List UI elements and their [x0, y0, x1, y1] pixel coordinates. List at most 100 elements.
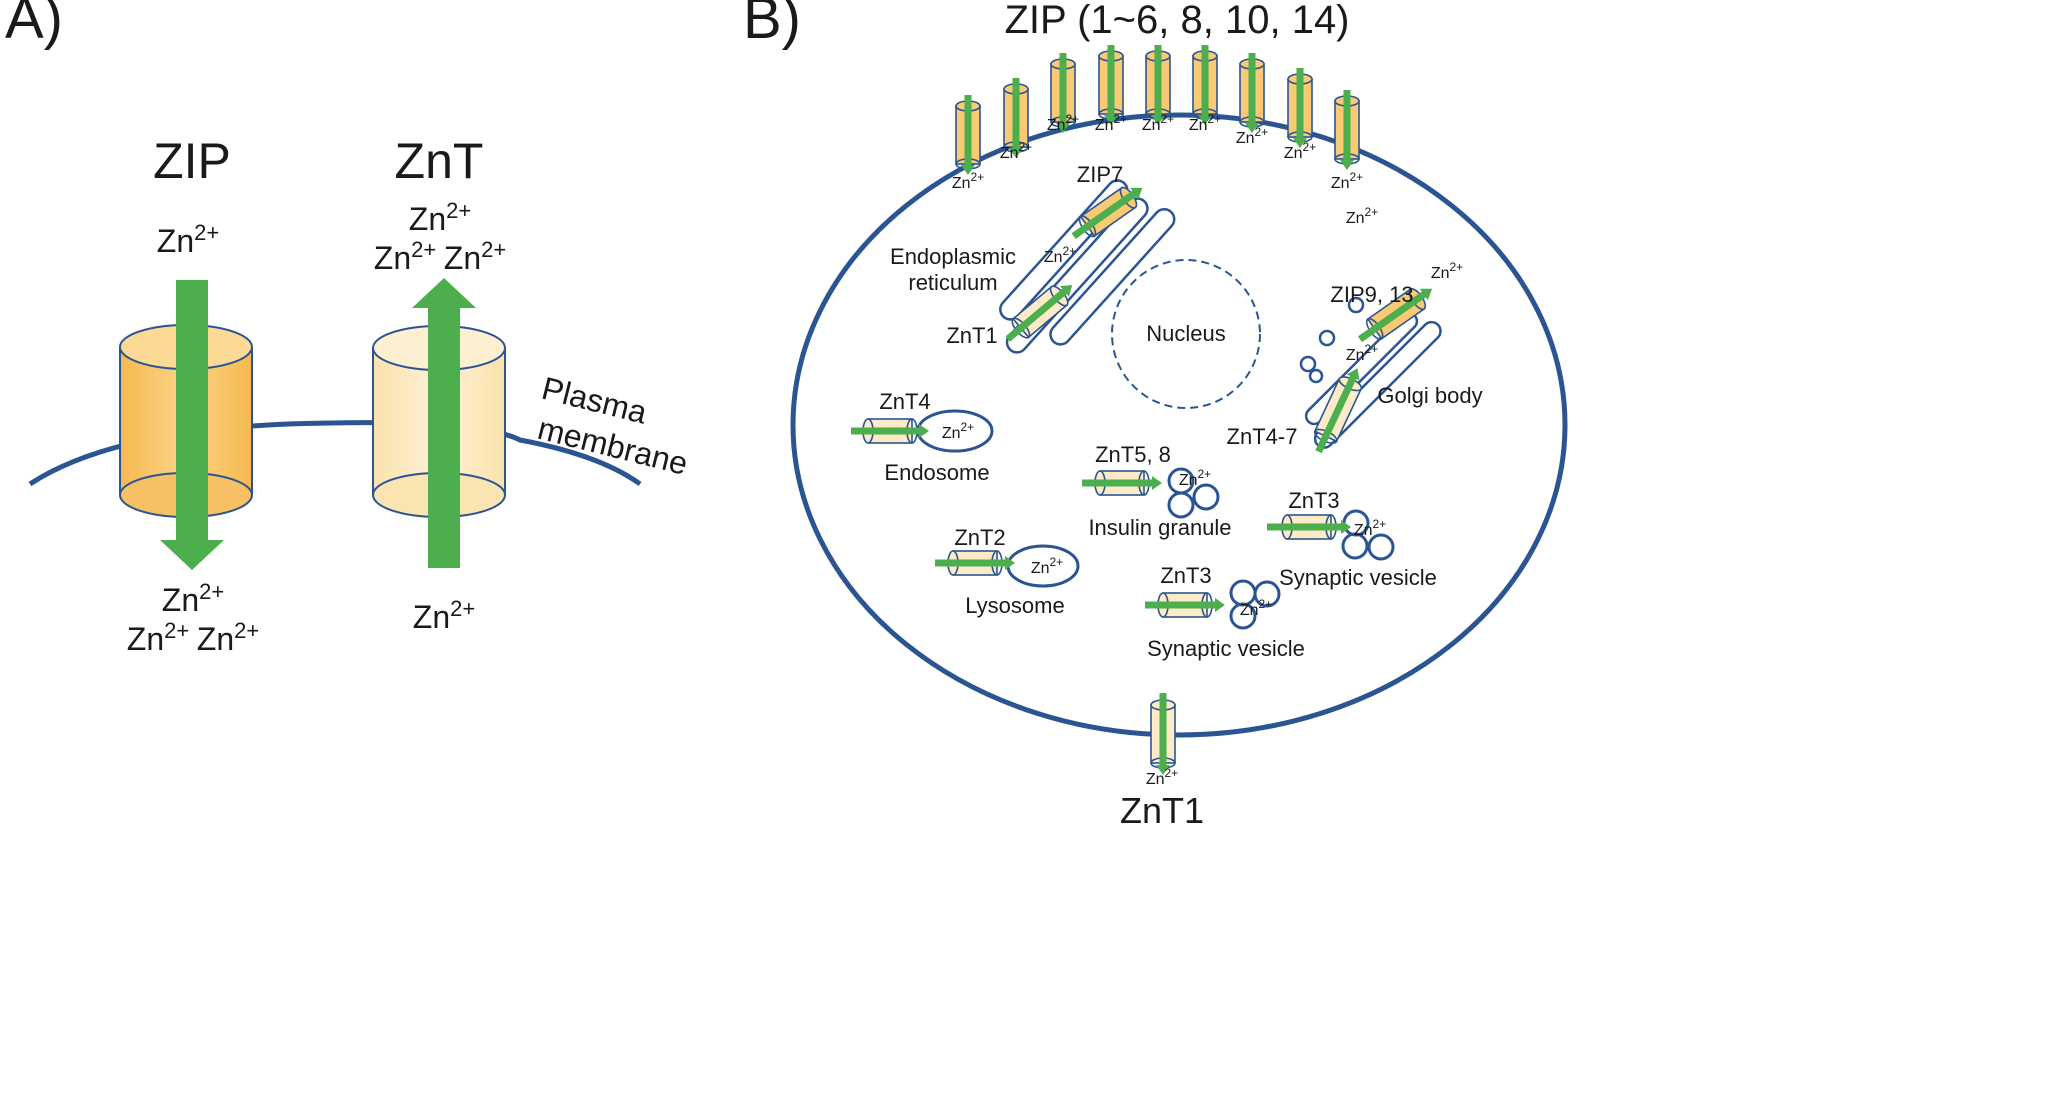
znt-cylinder [1145, 592, 1225, 618]
zip9-13-transporter [1357, 288, 1433, 343]
zip-cylinder [1334, 90, 1360, 170]
znt3-label-a: ZnT3 [1288, 488, 1339, 513]
znt3-transporter [1267, 514, 1351, 540]
znt1-pm-ion: Zn2+ [1146, 766, 1178, 788]
zip-bottom-ion-1: Zn2+ [162, 579, 224, 618]
endoplasmic-reticulum [999, 179, 1176, 354]
zip-bottom-ion-3: Zn2+ [197, 618, 259, 657]
zip-cylinder [955, 95, 981, 175]
zip-ion-label: Zn2+ [1095, 112, 1127, 134]
synaptic-ion-b: Zn2+ [1240, 597, 1272, 619]
synaptic-label-a: Synaptic vesicle [1279, 565, 1437, 590]
zip-ion-label: Zn2+ [1331, 170, 1363, 192]
znt1-plasma-label: ZnT1 [1120, 790, 1204, 831]
zinc-flow-arrow [1293, 68, 1307, 148]
znt-top-ion-1: Zn2+ [409, 198, 471, 237]
zinc-flow-arrow [1009, 78, 1023, 158]
zinc-flow-arrow [1357, 288, 1433, 343]
znt-efflux-arrow [412, 278, 476, 568]
insulin-ion: Zn2+ [1179, 467, 1211, 489]
synaptic-vesicle [1229, 602, 1257, 630]
insulin-granule [1167, 491, 1195, 519]
znt1-plasma-transporter [1150, 693, 1176, 775]
zip-cylinder [1287, 68, 1313, 148]
golgi-label: Golgi body [1377, 383, 1482, 408]
zip-ion-label: Zn2+ [952, 170, 984, 192]
zinc-flow-arrow [1151, 45, 1165, 125]
zinc-flow-arrow [1071, 187, 1143, 239]
zip-cylinder [1145, 45, 1171, 125]
panel-b-label: B) [743, 0, 801, 51]
zip-cylinder [1098, 45, 1124, 125]
lysosome-label: Lysosome [965, 593, 1064, 618]
zip-ion-label: Zn2+ [1346, 205, 1378, 227]
nucleus-label: Nucleus [1146, 321, 1225, 346]
synaptic-vesicle [1253, 580, 1281, 608]
znt-cylinder [1005, 285, 1073, 342]
znt-cylinder [935, 550, 1015, 576]
zinc-flow-arrow [1156, 693, 1170, 775]
zip7-transporter [1071, 186, 1143, 239]
zip-cylinder [1357, 288, 1433, 343]
synaptic-ion-a: Zn2+ [1354, 517, 1386, 539]
zip-ion-label: Zn2+ [1284, 140, 1316, 162]
zinc-flow-arrow [1315, 368, 1360, 454]
panel-a: A) Plasma membrane ZIP ZnT Zn2+ Zn2+ [5, 0, 691, 657]
synaptic-vesicle [1341, 532, 1369, 560]
znt5-8-label: ZnT5, 8 [1095, 442, 1171, 467]
zip-cylinder [1050, 53, 1076, 133]
znt2-transporter [935, 550, 1015, 576]
endosome-ion: Zn2+ [942, 420, 974, 442]
golgi-vesicle [1318, 329, 1336, 347]
znt4-7-label: ZnT4-7 [1227, 424, 1298, 449]
zinc-flow-arrow [961, 95, 975, 175]
zip7-label: ZIP7 [1077, 162, 1123, 187]
zip-cylinder [1003, 78, 1029, 158]
znt-bottom-ion: Zn2+ [413, 596, 475, 635]
znt1-er-label: ZnT1 [946, 323, 997, 348]
zip-ion-label: Zn2+ [1142, 112, 1174, 134]
znt3-transporter [1145, 592, 1225, 618]
zip-bottom-ion-2: Zn2+ [127, 618, 189, 657]
znt5-8-transporter [1082, 470, 1162, 496]
zinc-flow-arrow [1005, 285, 1073, 342]
zinc-flow-arrow [1245, 53, 1259, 133]
zinc-flow-arrow [1340, 90, 1354, 170]
er-label-1: Endoplasmic [890, 244, 1016, 269]
synaptic-label-b: Synaptic vesicle [1147, 636, 1305, 661]
znt1-er-transporter [1005, 285, 1073, 342]
panel-a-label: A) [5, 0, 63, 51]
znt-top-ion-2: Zn2+ [374, 237, 436, 276]
znt3-label-b: ZnT3 [1160, 563, 1211, 588]
znt-cylinder [851, 418, 929, 444]
zip-cylinder [1071, 186, 1143, 239]
nucleus [1111, 259, 1261, 409]
golgi-out-ion: Zn2+ [1431, 260, 1463, 282]
zinc-flow-arrow [1145, 598, 1225, 612]
golgi-in-ion: Zn2+ [1346, 342, 1378, 364]
znt4-label: ZnT4 [879, 389, 930, 414]
znt4-transporter [851, 418, 929, 444]
zip-top-ion: Zn2+ [157, 220, 219, 259]
zip-ion-label: Zn2+ [1047, 112, 1079, 134]
plasma-zip-transporters: Zn2+Zn2+Zn2+Zn2+Zn2+Zn2+Zn2+Zn2+Zn2+Zn2+ [952, 45, 1378, 227]
golgi-vesicle [1299, 355, 1317, 373]
zip-ion-label: Zn2+ [1189, 112, 1221, 134]
znt-top-ion-3: Zn2+ [444, 237, 506, 276]
zip-ion-label: Zn2+ [1236, 125, 1268, 147]
zip-title: ZIP [153, 133, 231, 189]
zinc-flow-arrow [851, 424, 929, 438]
znt2-label: ZnT2 [954, 525, 1005, 550]
cell-membrane [790, 112, 1568, 738]
zip9-13-label: ZIP9, 13 [1330, 282, 1413, 307]
znt4-7-transporter [1313, 368, 1363, 454]
zinc-flow-arrow [1267, 520, 1351, 534]
panel-b: B) ZIP (1~6, 8, 10, 14) Zn2+ Zn2+ Zn2+ Zn2+… [743, 0, 1568, 831]
insulin-label: Insulin granule [1088, 515, 1231, 540]
zip-cylinder [1192, 45, 1218, 125]
zip-cylinder [1239, 53, 1265, 133]
golgi-vesicle [1347, 296, 1365, 314]
synaptic-vesicle [1367, 533, 1395, 561]
zip-plasma-title: ZIP (1~6, 8, 10, 14) [1004, 0, 1349, 42]
